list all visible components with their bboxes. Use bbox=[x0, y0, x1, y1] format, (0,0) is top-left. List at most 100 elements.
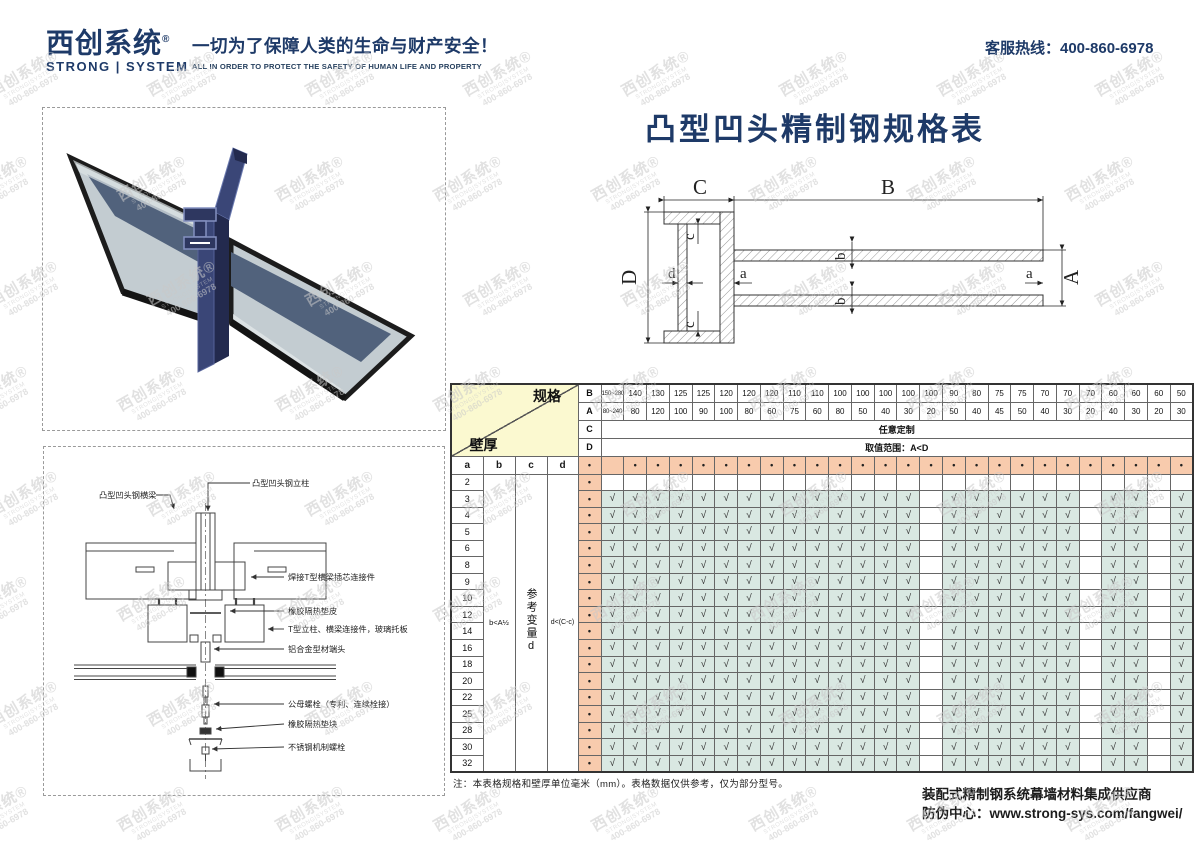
empty-cell bbox=[919, 622, 943, 640]
check-cell: √ bbox=[896, 506, 921, 525]
empty-cell bbox=[1124, 473, 1148, 492]
check-cell: √ bbox=[1101, 688, 1126, 707]
dim-A: A bbox=[1059, 269, 1082, 285]
check-cell: √ bbox=[873, 589, 898, 607]
check-cell: √ bbox=[623, 754, 648, 773]
check-cell: √ bbox=[1101, 721, 1126, 740]
c-constraint-cell: 参考变量d bbox=[514, 473, 548, 773]
check-cell: √ bbox=[1169, 539, 1194, 558]
check-cell: √ bbox=[987, 572, 1012, 591]
dim-b-bottom: b bbox=[833, 298, 849, 306]
check-cell: √ bbox=[850, 655, 875, 674]
dim-a-left: a bbox=[740, 266, 747, 282]
thickness-row-30: 30•√√√√√√√√√√√√√√√√√√√√√√√ bbox=[450, 738, 1194, 756]
dot-cell: • bbox=[1010, 455, 1035, 475]
check-cell: √ bbox=[1010, 638, 1035, 657]
check-cell: √ bbox=[1169, 605, 1194, 624]
logo-chinese: 西创系统® bbox=[46, 27, 171, 59]
check-cell: √ bbox=[714, 638, 739, 657]
empty-cell bbox=[1078, 638, 1103, 657]
check-cell: √ bbox=[1055, 754, 1080, 773]
check-cell: √ bbox=[668, 622, 693, 640]
check-cell: √ bbox=[646, 738, 670, 756]
check-cell: √ bbox=[896, 589, 921, 607]
empty-cell bbox=[1055, 473, 1080, 492]
check-cell: √ bbox=[1010, 672, 1035, 690]
check-cell: √ bbox=[805, 688, 830, 707]
check-cell: √ bbox=[737, 655, 761, 674]
row-label-C: C bbox=[577, 419, 602, 439]
empty-cell bbox=[941, 473, 966, 492]
check-cell: √ bbox=[850, 738, 875, 756]
check-cell: √ bbox=[691, 672, 716, 690]
check-cell: √ bbox=[1055, 539, 1080, 558]
check-cell: √ bbox=[1124, 672, 1148, 690]
A-value-cell: 60 bbox=[759, 401, 784, 421]
check-cell: √ bbox=[714, 738, 739, 756]
check-cell: √ bbox=[691, 655, 716, 674]
profile-section bbox=[663, 211, 1044, 344]
check-cell: √ bbox=[1124, 655, 1148, 674]
check-cell: √ bbox=[759, 738, 784, 756]
thickness-label: 9 bbox=[450, 572, 484, 591]
check-cell: √ bbox=[1055, 622, 1080, 640]
check-cell: √ bbox=[896, 539, 921, 558]
check-cell: √ bbox=[1169, 490, 1194, 508]
check-cell: √ bbox=[1169, 754, 1194, 773]
footer-supplier-line: 装配式精制钢系统幕墙材料集成供应商 bbox=[922, 787, 1152, 802]
B-value-cell: 140 bbox=[623, 383, 648, 403]
check-cell: √ bbox=[714, 556, 739, 574]
thickness-row-3: 3•√√√√√√√√√√√√√√√√√√√√√√√ bbox=[450, 490, 1194, 508]
check-cell: √ bbox=[941, 754, 966, 773]
check-cell: √ bbox=[1010, 490, 1035, 508]
dot-cell: • bbox=[828, 455, 852, 475]
dot-cell: • bbox=[577, 754, 602, 773]
footer-block: 装配式精制钢系统幕墙材料集成供应商 防伪中心：www.strong-sys.co… bbox=[922, 785, 1183, 823]
thickness-label: 4 bbox=[450, 506, 484, 525]
thickness-label: 14 bbox=[450, 622, 484, 640]
empty-cell bbox=[1078, 589, 1103, 607]
check-cell: √ bbox=[896, 721, 921, 740]
check-cell: √ bbox=[1055, 655, 1080, 674]
check-cell: √ bbox=[668, 556, 693, 574]
check-cell: √ bbox=[896, 556, 921, 574]
glass-unit-lines bbox=[74, 664, 336, 680]
check-cell: √ bbox=[691, 638, 716, 657]
check-cell: √ bbox=[623, 738, 648, 756]
check-cell: √ bbox=[668, 523, 693, 541]
check-cell: √ bbox=[828, 705, 852, 723]
empty-cell bbox=[737, 473, 761, 492]
check-cell: √ bbox=[964, 506, 989, 525]
check-cell: √ bbox=[964, 589, 989, 607]
check-cell: √ bbox=[850, 721, 875, 740]
empty-cell bbox=[873, 473, 898, 492]
check-cell: √ bbox=[1010, 556, 1035, 574]
empty-cell bbox=[1146, 688, 1171, 707]
check-cell: √ bbox=[987, 655, 1012, 674]
check-cell: √ bbox=[1124, 506, 1148, 525]
check-cell: √ bbox=[1033, 539, 1057, 558]
check-cell: √ bbox=[1169, 655, 1194, 674]
check-cell: √ bbox=[691, 556, 716, 574]
check-cell: √ bbox=[714, 622, 739, 640]
check-cell: √ bbox=[668, 605, 693, 624]
check-cell: √ bbox=[1169, 721, 1194, 740]
check-cell: √ bbox=[1055, 572, 1080, 591]
check-cell: √ bbox=[896, 705, 921, 723]
check-cell: √ bbox=[873, 539, 898, 558]
empty-cell bbox=[1146, 539, 1171, 558]
check-cell: √ bbox=[691, 490, 716, 508]
thickness-row-10: 10•√√√√√√√√√√√√√√√√√√√√√√√ bbox=[450, 589, 1194, 607]
check-cell: √ bbox=[737, 523, 761, 541]
check-cell: √ bbox=[1033, 672, 1057, 690]
B-value-cell: 70 bbox=[1033, 383, 1057, 403]
check-cell: √ bbox=[1101, 638, 1126, 657]
check-cell: √ bbox=[1033, 490, 1057, 508]
check-cell: √ bbox=[1124, 605, 1148, 624]
check-cell: √ bbox=[600, 638, 625, 657]
dot-cell: • bbox=[577, 506, 602, 525]
check-cell: √ bbox=[1124, 622, 1148, 640]
